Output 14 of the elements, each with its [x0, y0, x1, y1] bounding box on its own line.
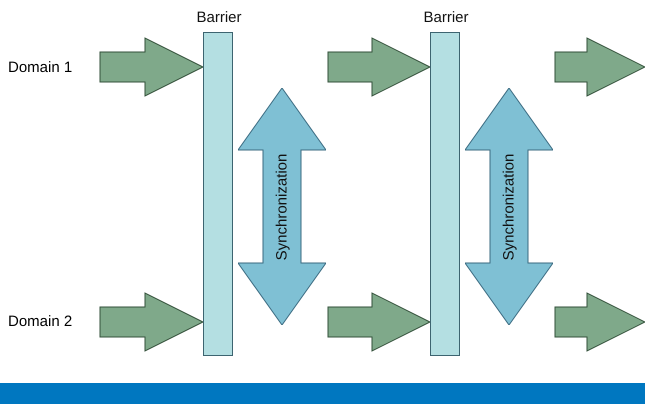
synchronization-label: Synchronization [500, 153, 518, 260]
block-arrow [100, 37, 204, 97]
domain-label: Domain 1 [8, 58, 88, 78]
block-arrow [328, 292, 432, 352]
block-arrow [554, 37, 645, 97]
synchronization-double-arrow [465, 88, 553, 325]
synchronization-label: Synchronization [274, 153, 290, 260]
barrier-heading: Barrier [195, 9, 242, 26]
block-arrow [328, 37, 432, 97]
barrier-heading: Barrier [422, 9, 470, 26]
block-arrow [554, 292, 645, 352]
synchronization-double-arrow [238, 88, 326, 325]
block-arrow [100, 292, 204, 352]
domain-label: Domain 2 [8, 312, 88, 332]
